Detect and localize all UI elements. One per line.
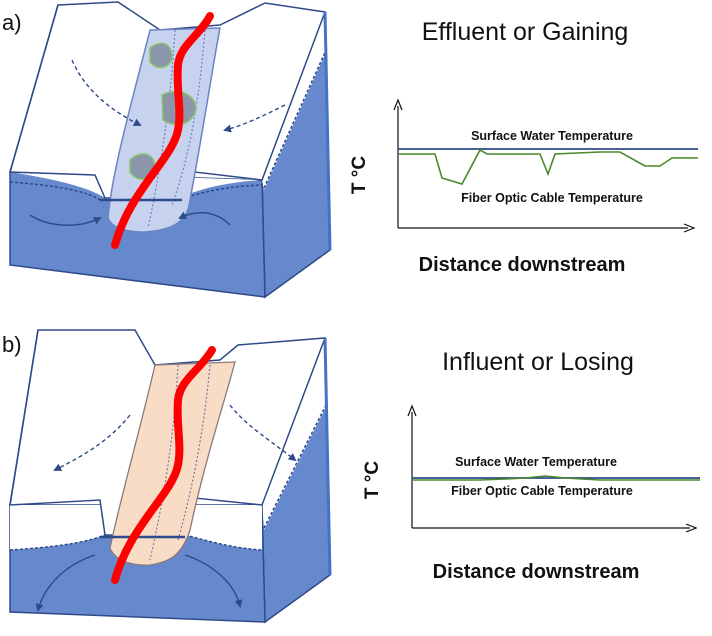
groundwater-arrow-right — [184, 554, 243, 608]
panel-b-title: Influent or Losing — [442, 348, 634, 376]
panel-b: b) I — [2, 329, 700, 624]
water-table-front — [9, 534, 263, 551]
stream-channel — [107, 27, 221, 233]
channel-centerline — [149, 364, 179, 561]
block-edge — [323, 337, 332, 576]
y-axis-arrow-b — [407, 404, 417, 417]
block-diagram-effluent — [9, 1, 332, 299]
flow-arrow-right — [223, 104, 286, 133]
cable-temp-label-b: Fiber Optic Cable Temperature — [451, 484, 633, 498]
water-table-side — [263, 402, 328, 529]
surface-temp-label-a: Surface Water Temperature — [471, 129, 633, 143]
x-axis-label-b: Distance downstream — [433, 561, 640, 583]
y-axis-label-a: T °C — [349, 156, 370, 194]
panel-a-title: Effluent or Gaining — [422, 18, 629, 46]
surface-temp-label-b: Surface Water Temperature — [455, 455, 617, 469]
cold-spot-1 — [149, 42, 173, 69]
block-left-edge — [9, 329, 39, 506]
y-axis-label-b: T °C — [362, 461, 383, 499]
block-diagram-influent — [9, 329, 332, 624]
temperature-graph-b: Influent or Losing T °C Distance downstr… — [362, 348, 700, 583]
block-left-edge — [9, 4, 59, 173]
groundwater-arrow-right — [178, 211, 231, 226]
groundwater-arrow-left — [29, 214, 102, 226]
x-axis-label-a: Distance downstream — [419, 254, 626, 276]
fiber-optic-cable — [111, 12, 214, 249]
cable-temp-line-b — [412, 475, 700, 481]
x-axis-arrow-b — [685, 523, 698, 533]
water-table-side — [263, 47, 328, 189]
fiber-optic-cable — [111, 346, 216, 584]
right-face-unsaturated — [262, 12, 327, 190]
panel-a-label: a) — [2, 10, 22, 35]
temperature-graph-a: Effluent or Gaining T °C Distance downst… — [349, 18, 698, 276]
flow-arrow-right — [229, 404, 297, 462]
flow-arrow-left — [53, 414, 131, 471]
groundwater-arrow-left — [35, 554, 96, 612]
cable-temp-line-a — [398, 148, 698, 185]
channel-inner-line — [171, 29, 206, 206]
cable-temp-label-a: Fiber Optic Cable Temperature — [461, 191, 643, 205]
y-axis-arrow-a — [393, 98, 403, 111]
block-edge — [323, 11, 332, 251]
stream-channel — [109, 361, 236, 566]
x-axis-arrow-a — [683, 223, 696, 233]
channel-inner-line — [177, 364, 211, 541]
flow-arrow-left — [71, 59, 142, 126]
panel-a: a) — [2, 1, 698, 299]
panel-b-label: b) — [2, 332, 22, 357]
right-face-unsaturated — [262, 338, 327, 530]
